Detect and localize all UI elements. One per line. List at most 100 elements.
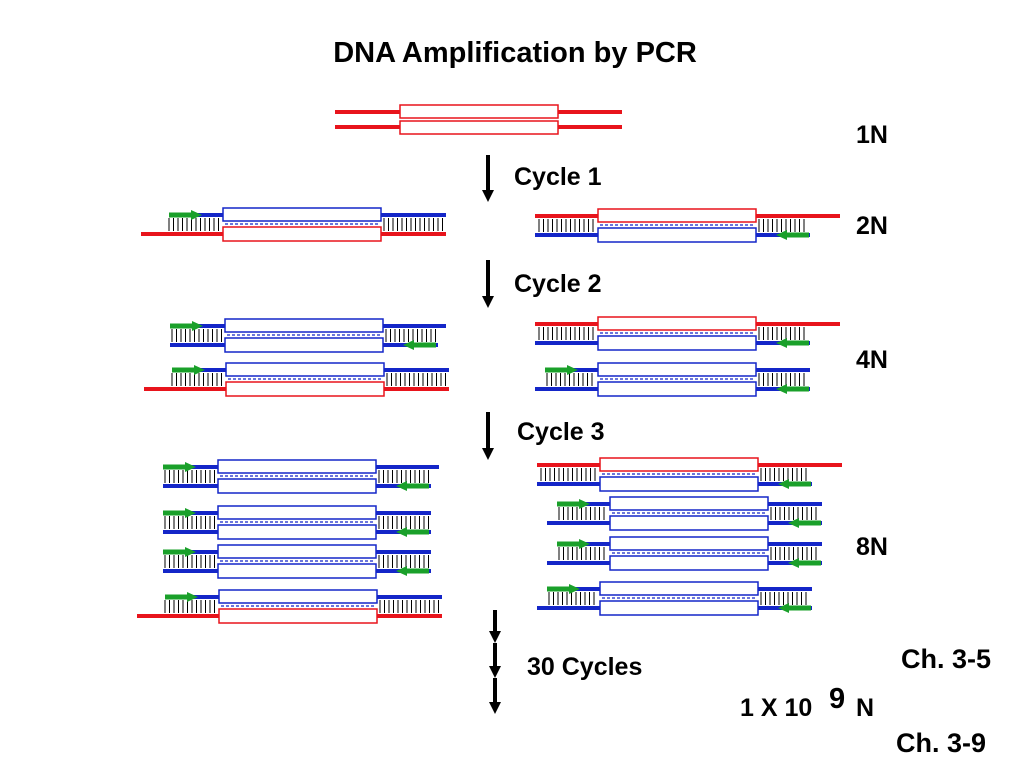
primer-arrowhead xyxy=(403,340,414,350)
base-pairs-left xyxy=(171,373,222,386)
base-pairs-left xyxy=(164,516,215,529)
target-region-top xyxy=(597,362,757,377)
primer-forward xyxy=(163,462,196,472)
thirty-cycles-arrow-3 xyxy=(489,678,501,714)
arrow-head xyxy=(489,631,501,643)
base-pairs-right xyxy=(770,507,817,520)
target-region-top xyxy=(399,104,559,119)
target-region-bottom xyxy=(597,381,757,397)
count-1n: 1N xyxy=(856,121,888,149)
primer-arrowhead xyxy=(567,365,578,375)
primer-arrowhead xyxy=(776,230,787,240)
primer-reverse xyxy=(778,603,811,613)
primer-reverse xyxy=(778,479,811,489)
primer-forward xyxy=(557,499,590,509)
base-pairs-right xyxy=(385,329,436,342)
primer-forward xyxy=(545,365,578,375)
target-region-top xyxy=(609,496,769,511)
base-pairs-left xyxy=(548,592,595,605)
count-4n: 4N xyxy=(856,346,888,374)
primer-arrowhead xyxy=(194,365,205,375)
target-region-bottom xyxy=(399,120,559,135)
cycle-3-arrow xyxy=(482,412,494,460)
new-both-molecule xyxy=(163,505,431,540)
primer-arrowhead xyxy=(396,481,407,491)
base-pairs-right xyxy=(760,468,807,481)
final-count: 1 X 10 9 N xyxy=(740,683,874,722)
target-region-original xyxy=(597,316,757,331)
final-count-exponent: 9 xyxy=(829,683,845,715)
generation-2n xyxy=(141,207,840,243)
thirty-cycles-label: 30 Cycles xyxy=(527,653,642,681)
base-pairs-right xyxy=(383,218,443,231)
target-region-original xyxy=(218,608,378,624)
new-bottom-molecule xyxy=(547,536,822,571)
target-region-top xyxy=(224,318,384,333)
new-bottom-molecule xyxy=(547,496,822,531)
primer-reverse xyxy=(396,481,429,491)
target-region-new xyxy=(222,207,382,222)
base-pairs-right xyxy=(758,373,805,386)
base-pairs-left xyxy=(558,507,605,520)
base-pairs-left xyxy=(546,373,593,386)
primer-reverse xyxy=(788,518,821,528)
primer-arrowhead xyxy=(569,584,580,594)
primer-arrowhead xyxy=(776,384,787,394)
target-region-original xyxy=(599,457,759,472)
base-pairs-left xyxy=(168,218,219,231)
primer-reverse xyxy=(788,558,821,568)
target-region-bottom xyxy=(609,515,769,531)
primer-forward xyxy=(557,539,590,549)
original-bottom-molecule xyxy=(137,589,442,624)
primer-forward xyxy=(169,210,202,220)
thirty-cycles-arrow-2 xyxy=(489,643,501,678)
primer-arrowhead xyxy=(185,462,196,472)
target-region-bottom xyxy=(217,563,377,579)
primer-forward xyxy=(547,584,580,594)
base-pairs-right xyxy=(379,600,439,613)
arrow-head xyxy=(489,702,501,714)
base-pairs-left xyxy=(540,468,596,481)
original-top-molecule xyxy=(535,208,840,243)
cycle-1-arrow xyxy=(482,155,494,202)
target-region-original xyxy=(597,208,757,223)
primer-arrowhead xyxy=(579,499,590,509)
primer-forward xyxy=(170,321,203,331)
reference-ch-3-5: Ch. 3-5 xyxy=(901,644,991,674)
base-pairs-left xyxy=(171,329,222,342)
reference-ch-3-9: Ch. 3-9 xyxy=(896,728,986,758)
base-pairs-right xyxy=(758,327,805,340)
count-8n: 8N xyxy=(856,533,888,561)
base-pairs-left xyxy=(538,219,594,232)
primer-arrowhead xyxy=(778,479,789,489)
arrow-head xyxy=(489,666,501,678)
primer-arrowhead xyxy=(788,558,799,568)
new-bottom-molecule xyxy=(535,362,810,397)
primer-arrowhead xyxy=(185,508,196,518)
final-count-base: 1 X 10 xyxy=(740,694,812,722)
cycle-arrows xyxy=(482,155,501,714)
target-region-new xyxy=(599,476,759,492)
target-region-bottom xyxy=(599,600,759,616)
primer-reverse xyxy=(776,384,809,394)
cycle-2-arrow xyxy=(482,260,494,308)
primer-arrowhead xyxy=(396,566,407,576)
target-region-bottom xyxy=(224,337,384,353)
generation-1n xyxy=(335,104,622,135)
target-region-bottom xyxy=(609,555,769,571)
arrow-head xyxy=(482,190,494,202)
parent-dna xyxy=(335,104,622,135)
generation-8n xyxy=(137,457,842,624)
primer-arrowhead xyxy=(788,518,799,528)
cycle-3-label: Cycle 3 xyxy=(517,418,605,446)
target-region-top xyxy=(599,581,759,596)
target-region-top xyxy=(609,536,769,551)
primer-forward xyxy=(163,547,196,557)
primer-arrowhead xyxy=(187,592,198,602)
new-top-molecule xyxy=(170,318,446,353)
target-region-new xyxy=(218,589,378,604)
new-both-molecule xyxy=(163,544,431,579)
base-pairs-right xyxy=(758,219,805,232)
primer-arrowhead xyxy=(778,603,789,613)
